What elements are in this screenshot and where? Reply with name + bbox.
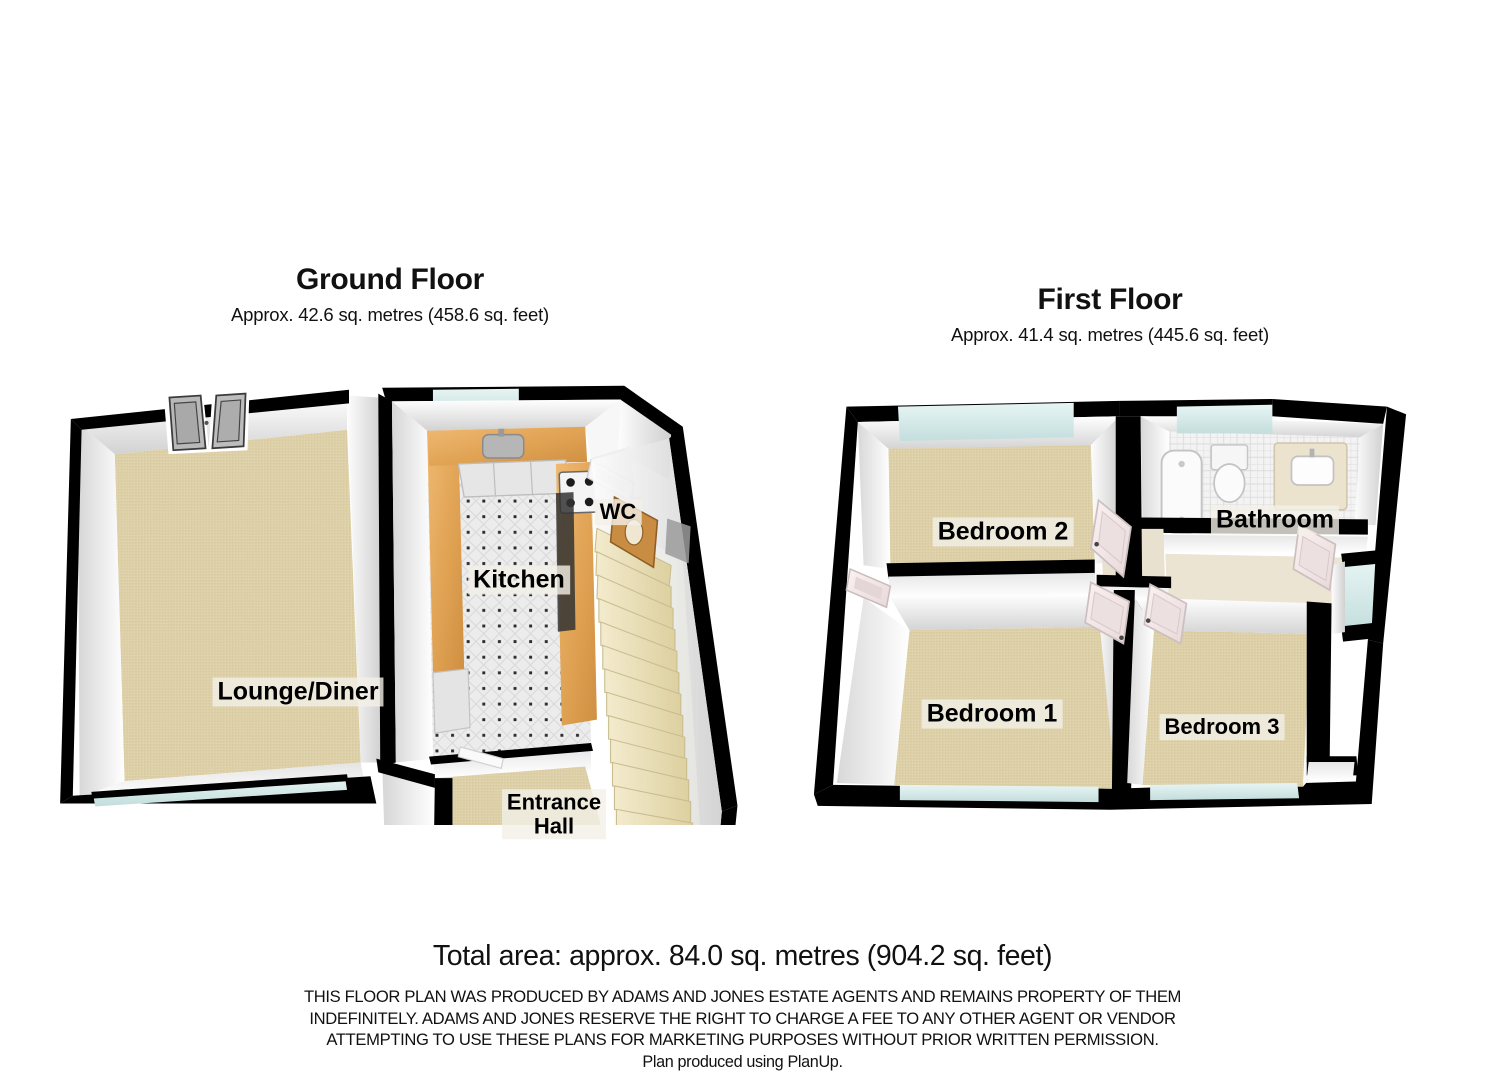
landing-south-outline (1096, 574, 1172, 589)
bedroom3-window (1150, 782, 1300, 801)
wall-outline-east (669, 426, 738, 812)
producer-line: Plan produced using PlanUp. (642, 1052, 843, 1071)
first-floor-title: First Floor (1037, 283, 1183, 316)
bedroom3-east-outline (1306, 601, 1332, 762)
landing-window-outline-bottom (1341, 622, 1380, 642)
first-floor-section: First Floor Approx. 41.4 sq. metres (445… (760, 285, 1460, 825)
lounge-floor (114, 429, 361, 782)
bedroom2-south-partition-outline (886, 559, 1095, 579)
bedroom1-north-wall (890, 593, 1118, 631)
french-doors-lounge (163, 389, 250, 455)
bedroom2-floor (888, 444, 1095, 570)
bathroom-sink (1273, 442, 1348, 511)
staircase-up (591, 512, 700, 825)
bedroom1-west-wall (836, 597, 910, 785)
kitchen-tall-unit (555, 492, 576, 632)
bedroom2-west-wall (857, 421, 891, 570)
ff-wall-outline-east-lower (1354, 639, 1384, 804)
wall-outline-east-lower (720, 805, 738, 825)
kitchen-north-wall (391, 399, 625, 431)
wc-wall-outline-ne (620, 385, 683, 439)
door-bedroom1 (1084, 581, 1131, 645)
bathroom-toilet (1210, 444, 1249, 504)
wall-outline-north (70, 389, 350, 430)
bedroom1-floor (894, 626, 1118, 789)
bedroom2-window (897, 402, 1074, 442)
landing-window-outline-top (1341, 549, 1384, 568)
door-bedroom2 (1089, 498, 1132, 579)
ground-floor-drawing (60, 385, 738, 825)
disclaimer-line-3: ATTEMPTING TO USE THESE PLANS FOR MARKET… (326, 1030, 1159, 1050)
bathroom-window (1176, 404, 1273, 434)
ff-wall-outline-east (1367, 406, 1407, 644)
disclaimer-line-1: THIS FLOOR PLAN WAS PRODUCED BY ADAMS AN… (303, 987, 1182, 1006)
lounge-east-partition (347, 395, 383, 763)
kitchen-west-wall (391, 401, 433, 763)
wall-outline-hall-west (430, 778, 453, 825)
ground-floor-section: Ground Floor Approx. 42.6 sq. metres (45… (30, 263, 750, 839)
ff-wall-outline-west (813, 406, 858, 795)
bedroom1-window (899, 784, 1099, 803)
kitchen-door-leaf (457, 746, 504, 770)
disclaimer-text: THIS FLOOR PLAN WAS PRODUCED BY ADAMS AN… (0, 986, 1485, 1073)
door-bathroom (1292, 523, 1337, 592)
ground-floor-area: Approx. 42.6 sq. metres (458.6 sq. feet) (231, 304, 549, 325)
hall-west-top-outline (376, 758, 435, 788)
lounge-window-frame-top (91, 774, 349, 799)
ff-wall-outline-north3 (1272, 399, 1387, 424)
disclaimer-line-2: INDEFINITELY. ADAMS AND JONES RESERVE TH… (309, 1008, 1176, 1028)
total-area-text: Total area: approx. 84.0 sq. metres (904… (432, 940, 1053, 972)
kitchen-counter-left (427, 430, 465, 673)
wc-floor-panel (585, 399, 621, 459)
bathroom-south-outline (1140, 517, 1368, 535)
door-airing-cupboard (845, 567, 892, 609)
landing-window (1344, 557, 1376, 633)
kitchen-lower-unit (432, 668, 471, 734)
landing-east-wall (1331, 561, 1345, 634)
kitchen-wall-outline-west (378, 393, 396, 767)
ground-floor-title: Ground Floor (295, 263, 485, 296)
first-floor-drawing (813, 399, 1407, 810)
bathroom-east-wall (1354, 423, 1384, 526)
kitchen-tap (498, 428, 505, 437)
kitchen-sink (481, 433, 525, 459)
bedroom3-east-step (1306, 761, 1355, 782)
footer: Total area: approx. 84.0 sq. metres (904… (0, 940, 1485, 1073)
bedroom3-floor (1142, 630, 1311, 787)
first-floor-plan: Bedroom 2 Bathroom Bedroom 1 Bedroom 3 (760, 357, 1460, 825)
bedroom2-south-wall (888, 572, 1097, 598)
door-bedroom3 (1143, 582, 1188, 645)
bedroom3-west-wall (1127, 597, 1154, 785)
lounge-west-wall (77, 422, 125, 798)
kitchen-base-units (457, 459, 569, 498)
first-floor-area: Approx. 41.4 sq. metres (445.6 sq. feet) (951, 324, 1269, 345)
wall-outline-west (60, 418, 82, 804)
